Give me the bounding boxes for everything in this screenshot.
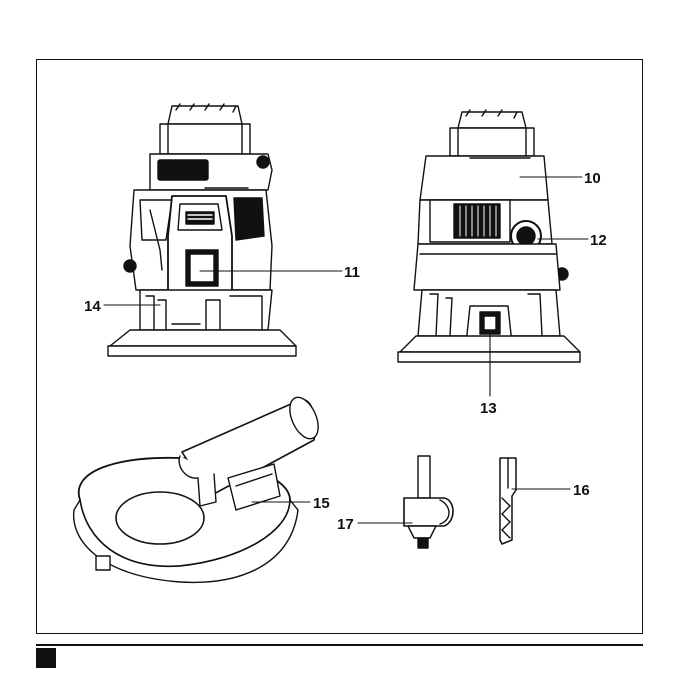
- callout-14: 14: [84, 298, 101, 315]
- callout-13: 13: [480, 400, 497, 417]
- callout-17: 17: [337, 516, 354, 533]
- callout-11: 11: [344, 264, 360, 281]
- callout-15: 15: [313, 495, 330, 512]
- router-right-view: [398, 110, 580, 362]
- callout-12: 12: [590, 232, 607, 249]
- callout-10: 10: [584, 170, 601, 187]
- page-marker-square: [36, 648, 56, 668]
- rounding-bit: [404, 456, 453, 548]
- callout-16: 16: [573, 482, 590, 499]
- straight-bit: [500, 458, 516, 544]
- dust-shroud: [74, 393, 324, 582]
- footer-rule: [36, 644, 643, 646]
- router-left-view: [108, 104, 296, 356]
